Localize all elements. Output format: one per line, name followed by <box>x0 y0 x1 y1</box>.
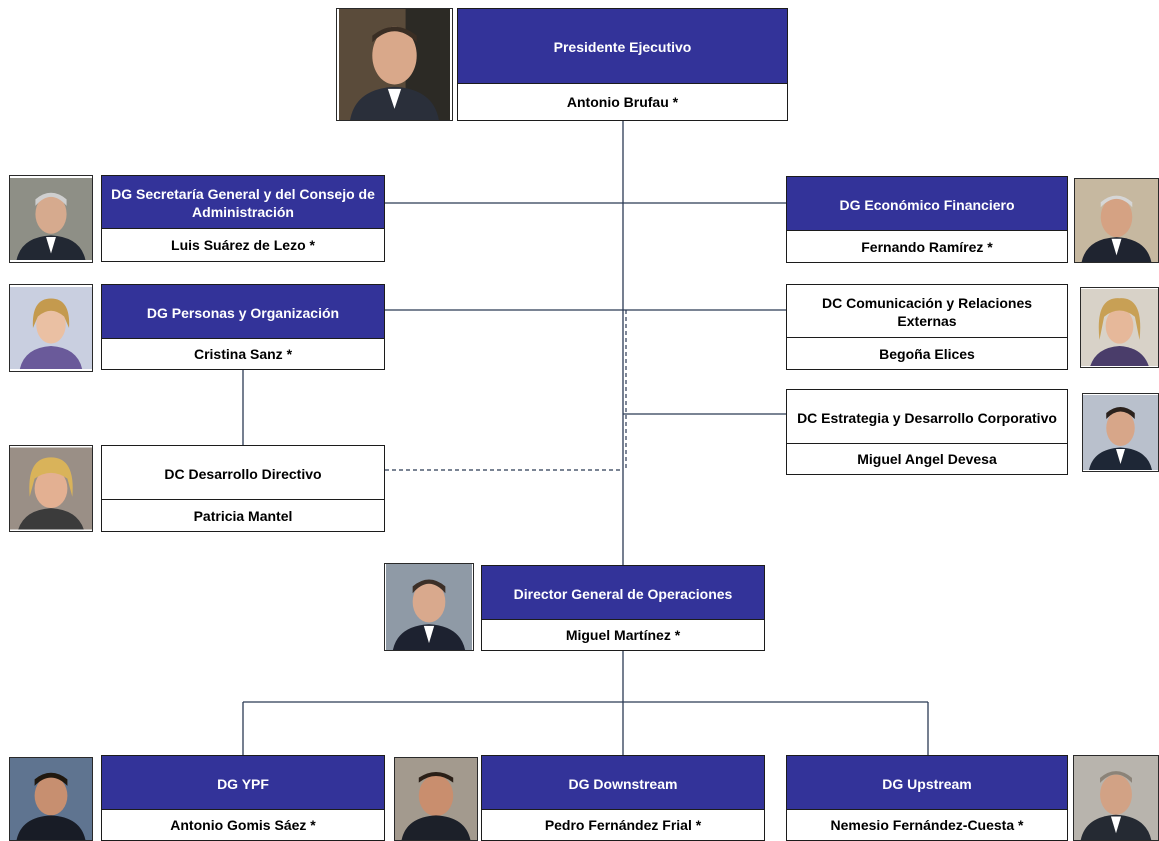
box-title: DG Secretaría General y del Consejo de A… <box>102 176 384 230</box>
box-title: Presidente Ejecutivo <box>458 9 787 85</box>
box-name: Antonio Brufau * <box>458 83 787 120</box>
photo-begona-elices <box>1080 287 1159 368</box>
portrait-icon <box>1081 289 1158 366</box>
box-dg-ypf: DG YPF Antonio Gomis Sáez * <box>101 755 385 841</box>
box-title: DC Estrategia y Desarrollo Corporativo <box>787 390 1067 445</box>
box-title: DG Upstream <box>787 756 1067 811</box>
photo-antonio-gomis-saez <box>9 757 93 841</box>
box-name: Miguel Martínez * <box>482 619 764 650</box>
box-title: DG Personas y Organización <box>102 285 384 340</box>
box-name: Luis Suárez de Lezo * <box>102 228 384 261</box>
portrait-icon <box>1075 179 1158 262</box>
box-title: DC Comunicación y Relaciones Externas <box>787 285 1067 339</box>
box-dg-downstream: DG Downstream Pedro Fernández Frial * <box>481 755 765 841</box>
box-dc-estrategia: DC Estrategia y Desarrollo Corporativo M… <box>786 389 1068 475</box>
portrait-icon <box>339 9 450 120</box>
box-name: Cristina Sanz * <box>102 338 384 369</box>
box-dg-secretaria-general: DG Secretaría General y del Consejo de A… <box>101 175 385 262</box>
box-name: Nemesio Fernández-Cuesta * <box>787 809 1067 840</box>
photo-miguel-martinez <box>384 563 474 651</box>
portrait-icon <box>395 758 477 840</box>
box-dc-desarrollo-directivo: DC Desarrollo Directivo Patricia Mantel <box>101 445 385 532</box>
box-title: Director General de Operaciones <box>482 566 764 621</box>
box-dg-economico-financiero: DG Económico Financiero Fernando Ramírez… <box>786 176 1068 263</box>
photo-miguel-angel-devesa <box>1082 393 1159 472</box>
box-title: DG YPF <box>102 756 384 811</box>
photo-cristina-sanz <box>9 284 93 372</box>
photo-nemesio-fernandez-cuesta <box>1073 755 1159 841</box>
portrait-icon <box>386 564 472 650</box>
portrait-icon <box>10 447 92 530</box>
box-title: DC Desarrollo Directivo <box>102 446 384 501</box>
photo-luis-suarez-de-lezo <box>9 175 93 263</box>
portrait-icon <box>10 178 92 260</box>
portrait-icon <box>10 758 92 840</box>
box-name: Fernando Ramírez * <box>787 230 1067 262</box>
photo-pedro-fernandez-frial <box>394 757 478 841</box>
box-dg-upstream: DG Upstream Nemesio Fernández-Cuesta * <box>786 755 1068 841</box>
box-name: Begoña Elices <box>787 337 1067 369</box>
box-name: Patricia Mantel <box>102 499 384 531</box>
box-name: Antonio Gomis Sáez * <box>102 809 384 840</box>
box-name: Pedro Fernández Frial * <box>482 809 764 840</box>
portrait-icon <box>1074 756 1158 840</box>
box-dc-comunicacion: DC Comunicación y Relaciones Externas Be… <box>786 284 1068 370</box>
photo-antonio-brufau <box>336 8 453 121</box>
box-name: Miguel Angel Devesa <box>787 443 1067 474</box>
photo-patricia-mantel <box>9 445 93 532</box>
photo-fernando-ramirez <box>1074 178 1159 263</box>
box-director-general-operaciones: Director General de Operaciones Miguel M… <box>481 565 765 651</box>
box-dg-personas-organizacion: DG Personas y Organización Cristina Sanz… <box>101 284 385 370</box>
box-presidente-ejecutivo: Presidente Ejecutivo Antonio Brufau * <box>457 8 788 121</box>
portrait-icon <box>10 287 92 369</box>
portrait-icon <box>1083 395 1158 470</box>
box-title: DG Downstream <box>482 756 764 811</box>
box-title: DG Económico Financiero <box>787 177 1067 232</box>
